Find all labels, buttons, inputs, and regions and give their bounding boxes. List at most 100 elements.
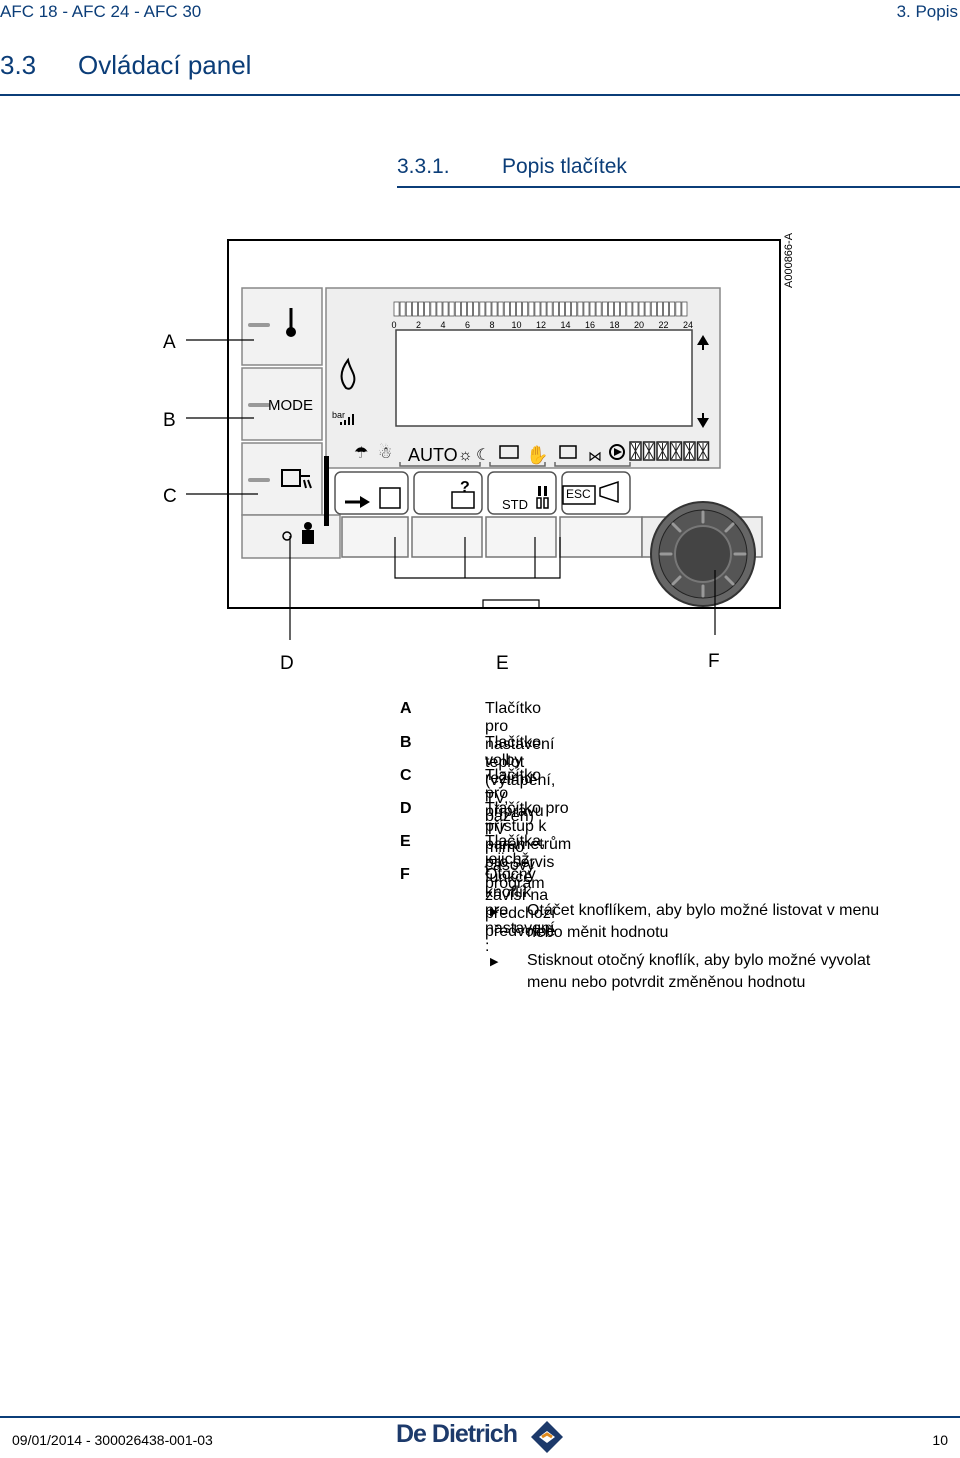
time-tick-label: 20 [634, 320, 644, 330]
time-segment [608, 301, 614, 317]
time-segment [430, 301, 437, 317]
softkey-4 [561, 471, 631, 515]
pause-icon [538, 486, 547, 496]
time-segment [424, 301, 431, 317]
time-segment [491, 301, 498, 317]
separator-bar [324, 456, 329, 526]
time-segment [528, 301, 535, 317]
time-tick-label: 18 [609, 320, 619, 330]
time-segment [509, 301, 516, 317]
bullet-triangle-icon: ▶ [490, 906, 499, 918]
key-e4 [559, 516, 643, 558]
time-segment [503, 301, 510, 317]
sun-icon: ☼ [458, 447, 473, 464]
time-segment [644, 301, 651, 317]
time-segment [614, 301, 620, 317]
auto-label: AUTO [408, 445, 458, 465]
time-tick-label: 0 [391, 320, 396, 330]
subsection-rule [397, 186, 960, 188]
arrow-up-icon [697, 335, 709, 350]
time-segment [632, 301, 639, 317]
header-document-title: AFC 18 - AFC 24 - AFC 30 [0, 2, 202, 21]
time-segment [454, 301, 461, 317]
legend-text: Tlačítko pro nastavení teplot (vytápění,… [485, 700, 556, 825]
std-label: STD [502, 497, 528, 512]
key-e3 [485, 516, 557, 558]
legend-text: Tlačítko pro přípravu TV mimo časový pro… [485, 767, 545, 892]
segment-strokes [698, 442, 708, 460]
hand-icon: ✋ [526, 444, 548, 465]
softkey-3 [487, 471, 557, 515]
status-icon-row: ☂ ☃ AUTO ☼ ☾ ✋ ⋈ [354, 443, 625, 465]
snowman-icon: ☃ [378, 443, 392, 462]
time-segment [559, 301, 565, 317]
main-screen [395, 329, 693, 427]
segment-digits [629, 441, 710, 461]
subsection-number: 3.3.1. [397, 155, 450, 178]
legend-text: Otočný knoflík pro nastavení : [485, 866, 555, 955]
time-segment [669, 301, 676, 317]
time-tick-label: 4 [440, 320, 445, 330]
arrow-down-icon [697, 413, 709, 428]
footer-rule [0, 1416, 960, 1418]
subsection-heading: 3.3.1. Popis tlačítek [397, 155, 627, 179]
callout-b: B [163, 410, 176, 431]
segment-strokes [671, 442, 681, 460]
arrow-right-icon [345, 496, 370, 508]
segment-strokes [657, 442, 668, 460]
callout-f: F [708, 651, 720, 672]
segment-strokes [684, 442, 695, 460]
time-segment [552, 301, 559, 317]
time-segment [516, 301, 522, 317]
legend-key: D [400, 800, 412, 817]
key-e1 [341, 516, 409, 558]
thermometer-icon [286, 308, 296, 337]
time-segment [399, 301, 406, 317]
callout-e: E [496, 653, 509, 674]
bullet-line: Otáčet knoflíkem, aby bylo možné listova… [527, 902, 880, 919]
service-icon [282, 522, 314, 544]
time-segment [626, 301, 633, 317]
time-segment [638, 301, 645, 317]
panel-outer-frame [227, 239, 781, 609]
bullet-line: menu nebo potvrdit změněnou hodnotu [527, 974, 806, 991]
figure-ref: A000866-A [783, 232, 795, 288]
bullet-item: Otáčet knoflíkem, aby bylo možné listova… [527, 900, 947, 944]
legend-text: Tlačítko pro přístup k parametrům pro se… [485, 800, 572, 871]
legend-key: C [400, 767, 412, 784]
mode-label: MODE [268, 397, 313, 414]
time-segment [583, 301, 590, 317]
suitcase-icon [499, 445, 519, 459]
time-segment [601, 301, 608, 317]
copy-icon [536, 497, 549, 509]
valve-icon: ⋈ [588, 448, 602, 464]
brand-diamond-icon [531, 1421, 563, 1453]
time-tick-label: 16 [585, 320, 595, 330]
time-segment [479, 301, 486, 317]
time-tick-label: 14 [560, 320, 570, 330]
time-segment [650, 301, 657, 317]
subsection-title: Popis tlačítek [502, 155, 627, 178]
time-segment [405, 301, 412, 317]
softkey-1 [334, 471, 409, 515]
time-segment [467, 301, 473, 317]
bar-label: bar [332, 410, 345, 420]
callout-a: A [163, 332, 176, 353]
button-b-area [241, 367, 323, 441]
legend-key: B [400, 734, 412, 751]
time-segment [497, 301, 504, 317]
time-tick-label: 22 [658, 320, 668, 330]
time-segment [681, 301, 688, 317]
softkey-2 [413, 471, 483, 515]
moon-icon: ☾ [476, 447, 490, 464]
header-chapter: 3. Popis [896, 2, 958, 21]
time-tick-label: 12 [536, 320, 546, 330]
time-segment [620, 301, 627, 317]
button-a-area [241, 287, 323, 366]
time-segment [534, 301, 541, 317]
signal-bars-icon [340, 414, 354, 425]
section-title: Ovládací panel [78, 50, 252, 80]
bullet-item: Stisknout otočný knoflík, aby bylo možné… [527, 950, 947, 994]
